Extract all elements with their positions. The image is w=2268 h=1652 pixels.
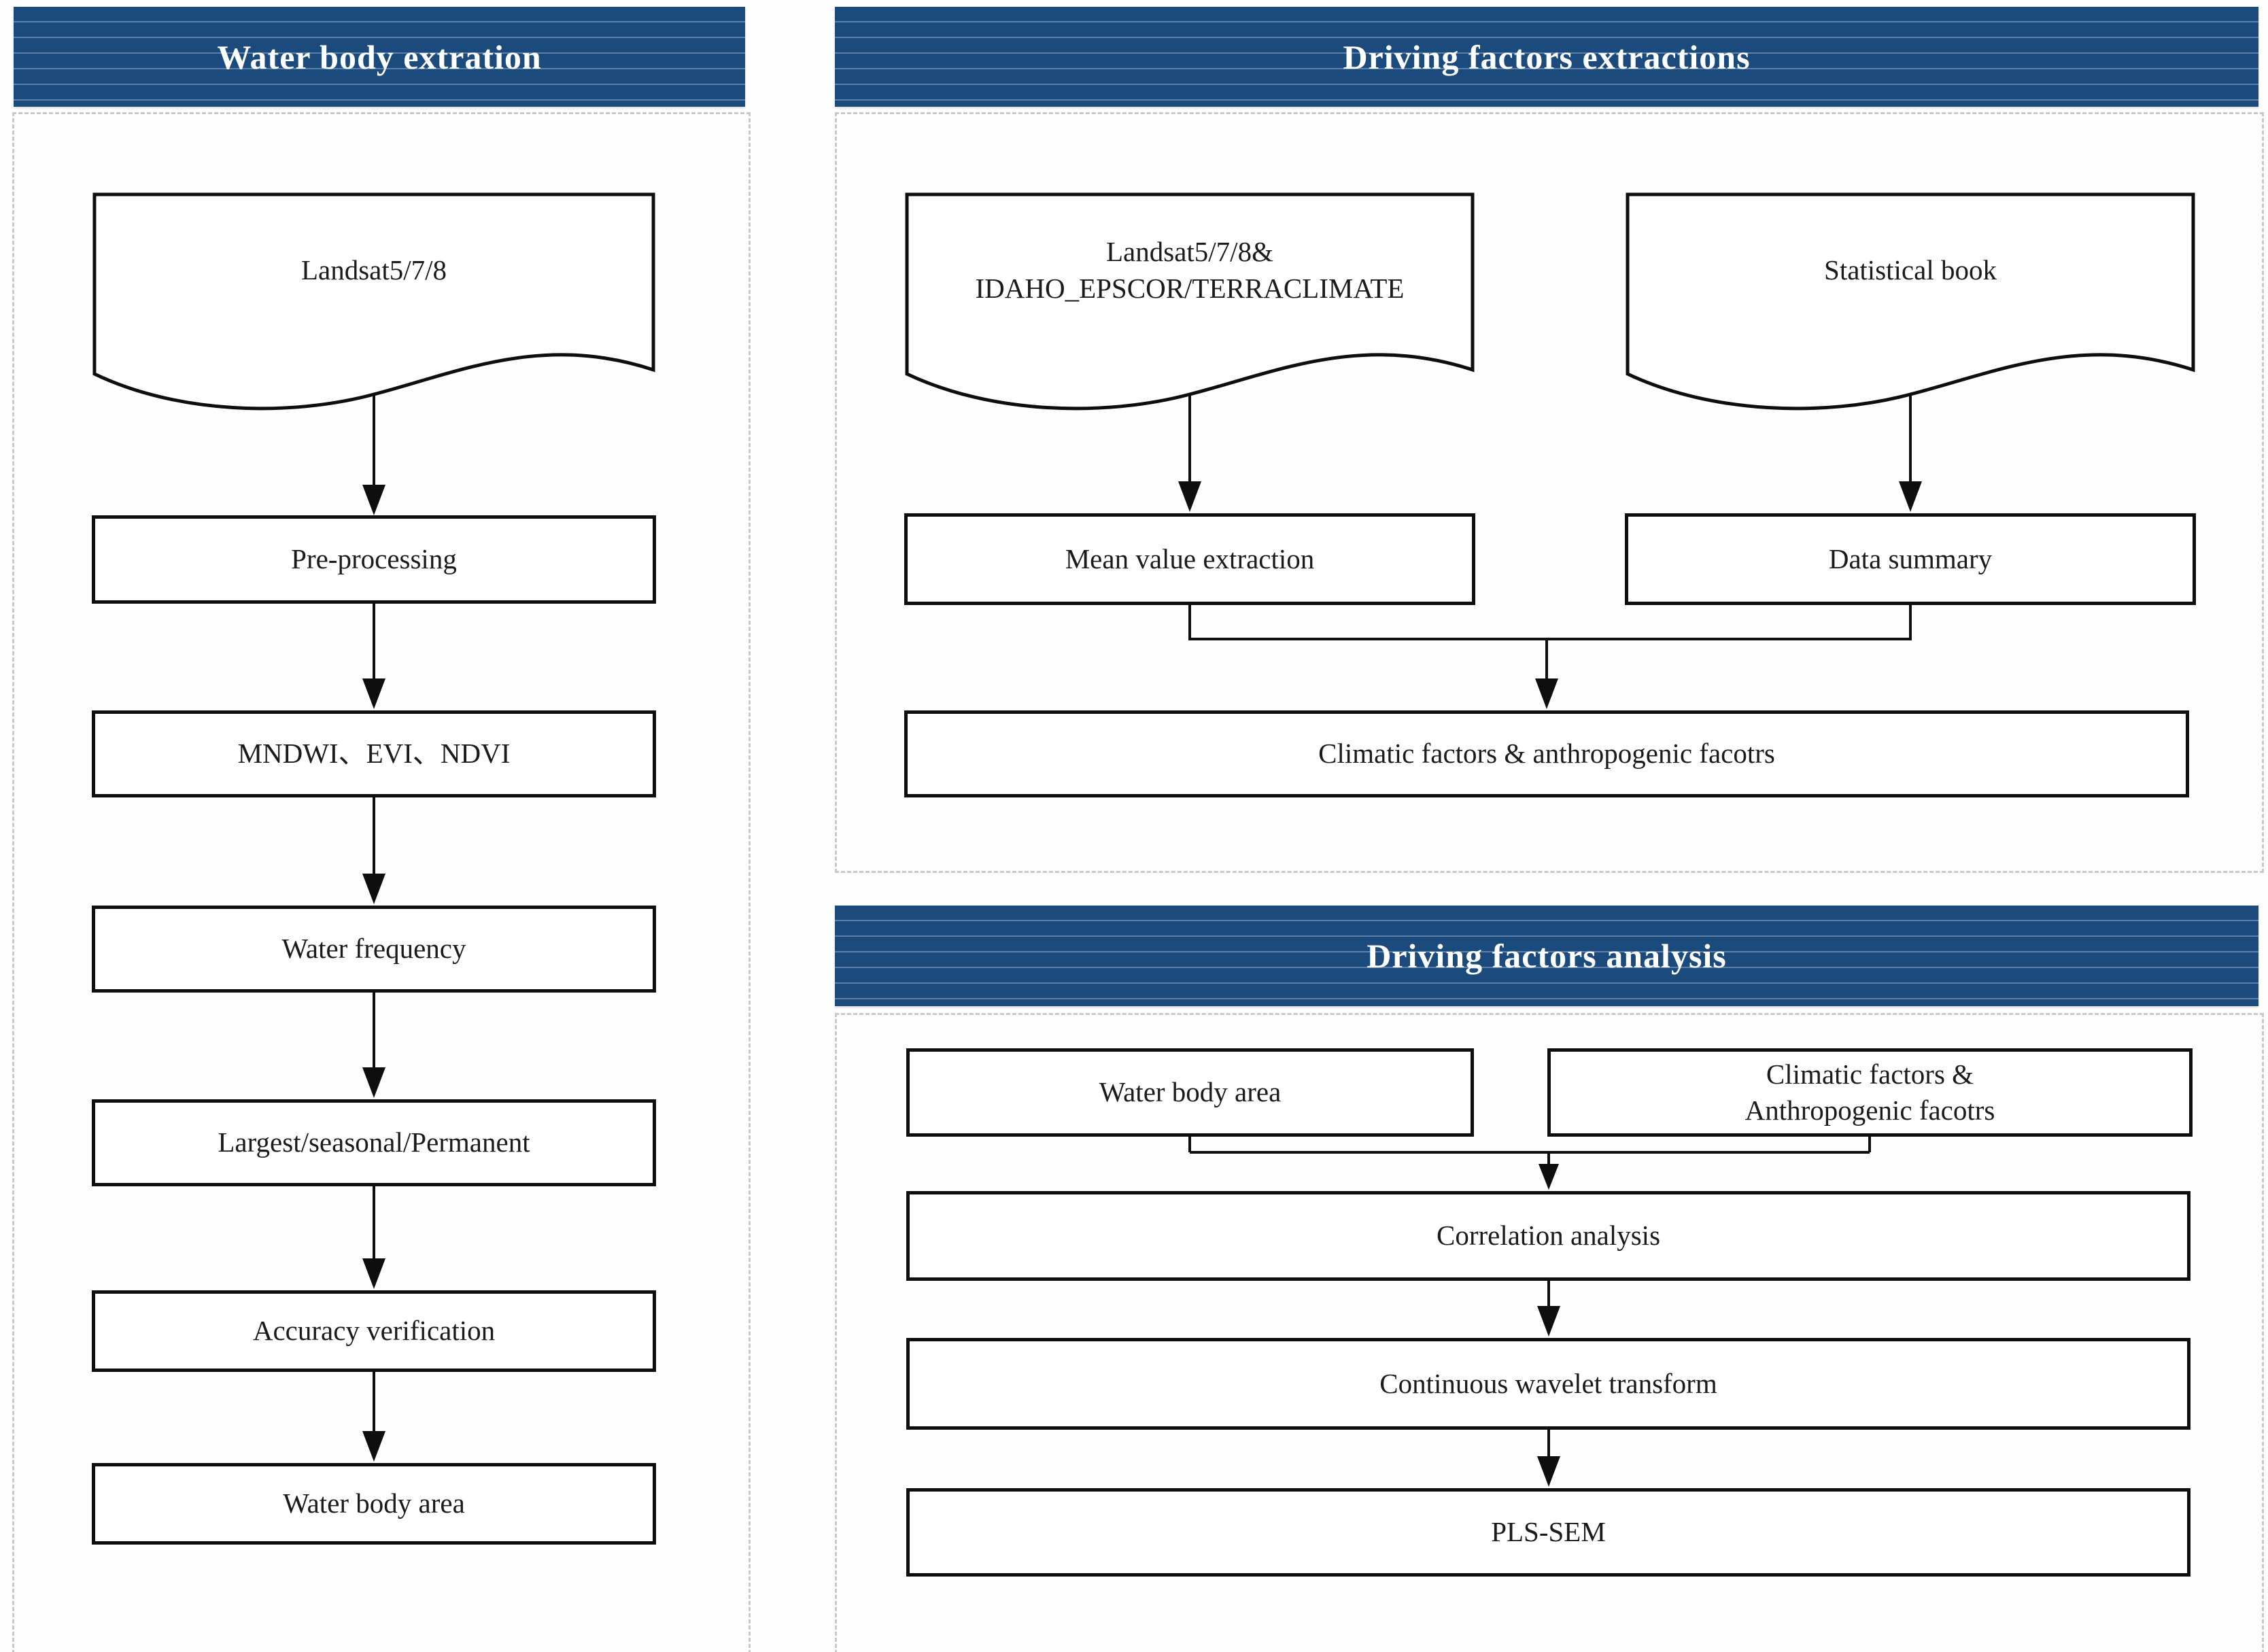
node-label: Largest/seasonal/Permanent	[218, 1126, 530, 1158]
node-label: Landsat5/7/8	[300, 254, 447, 286]
section-panel-water-body-extraction	[12, 112, 751, 1652]
node-water-body-area-input: Water body area	[906, 1048, 1474, 1137]
node-label: Continuous wavelet transform	[1379, 1367, 1717, 1399]
section-panel-driving-factors-extractions	[835, 112, 2264, 873]
node-continuous-wavelet-transform: Continuous wavelet transform	[906, 1338, 2190, 1430]
node-statistical-book: Statistical book	[1625, 192, 2196, 416]
document-shape	[1626, 192, 2195, 411]
node-pls-sem: PLS-SEM	[906, 1488, 2190, 1577]
node-label: Data summary	[1828, 543, 1993, 574]
node-landsat-climate-source: Landsat5/7/8& IDAHO_EPSCOR/TERRACLIMATE	[904, 192, 1475, 416]
node-water-indices: MNDWI、EVI、NDVI	[92, 710, 656, 797]
node-mean-value-extraction: Mean value extraction	[904, 513, 1475, 605]
node-label: Statistical book	[1824, 254, 1997, 286]
document-shape	[905, 192, 1475, 411]
section-header-water-body-extraction: Water body extration	[14, 7, 745, 107]
node-label: Climatic factors & Anthropogenic facotrs	[1745, 1058, 1995, 1126]
node-largest-seasonal-permanent: Largest/seasonal/Permanent	[92, 1099, 656, 1186]
node-label: Accuracy verification	[252, 1315, 496, 1347]
document-shape	[92, 192, 655, 411]
section-title-water-body-extraction: Water body extration	[217, 37, 542, 76]
node-climatic-anthropogenic-input: Climatic factors & Anthropogenic facotrs	[1547, 1048, 2193, 1137]
section-header-driving-factors-analysis: Driving factors analysis	[835, 906, 2258, 1006]
node-landsat: Landsat5/7/8	[92, 192, 656, 416]
section-header-driving-factors-extractions: Driving factors extractions	[835, 7, 2258, 107]
node-pre-processing: Pre-processing	[92, 515, 656, 604]
node-label: Water body area	[1099, 1076, 1282, 1108]
node-label: Correlation analysis	[1436, 1220, 1661, 1252]
node-water-body-area: Water body area	[92, 1463, 656, 1545]
node-label: Climatic factors & anthropogenic facotrs	[1318, 738, 1775, 770]
section-title-driving-factors-analysis: Driving factors analysis	[1367, 937, 1727, 975]
node-correlation-analysis: Correlation analysis	[906, 1191, 2190, 1281]
node-label: Water body area	[283, 1487, 465, 1519]
node-water-frequency: Water frequency	[92, 906, 656, 993]
node-label: Mean value extraction	[1065, 543, 1315, 574]
node-label: Pre-processing	[291, 543, 457, 575]
node-label: MNDWI、EVI、NDVI	[237, 738, 511, 770]
node-label: PLS-SEM	[1491, 1516, 1606, 1548]
node-label: Landsat5/7/8& IDAHO_EPSCOR/TERRACLIMATE	[975, 236, 1405, 304]
node-accuracy-verification: Accuracy verification	[92, 1290, 656, 1372]
section-title-driving-factors-extractions: Driving factors extractions	[1343, 37, 1751, 76]
section-panel-driving-factors-analysis	[835, 1013, 2264, 1652]
node-label: Water frequency	[281, 933, 466, 965]
node-data-summary: Data summary	[1625, 513, 2196, 605]
node-climatic-anthropogenic-factors: Climatic factors & anthropogenic facotrs	[904, 710, 2189, 797]
